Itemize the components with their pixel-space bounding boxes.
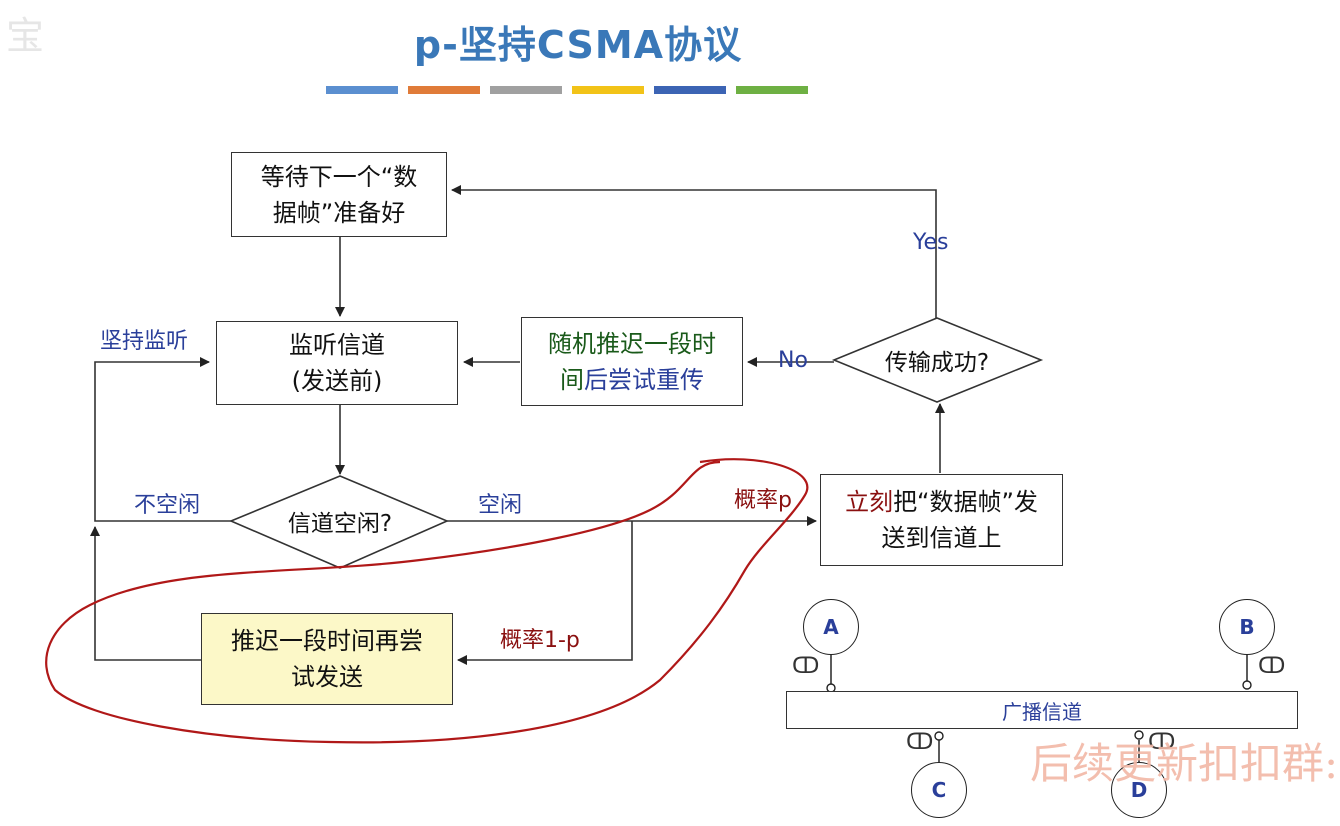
arrow-yes-to-wait <box>451 185 937 320</box>
corner-watermark: 宝 <box>6 14 45 58</box>
send-box-immediately: 立刻 <box>845 488 894 516</box>
arrow-prob-1-p-to-defer <box>457 521 633 665</box>
annotation-red-loop <box>45 458 809 744</box>
diamond-idle-shape <box>228 475 450 569</box>
title-bar-6 <box>736 86 808 94</box>
no-label: No <box>778 348 808 373</box>
station-d-node: D <box>1111 762 1167 818</box>
backoff-box-line1: 随机推迟一段时 <box>548 329 716 358</box>
listen-channel-box: 监听信道 (发送前) <box>216 321 458 405</box>
broadcast-channel: 广播信道 <box>786 691 1298 729</box>
wait-box-line2: 据帧”准备好 <box>272 198 406 227</box>
wait-box-line1: 等待下一个“数 <box>260 162 418 191</box>
defer-box-line2: 试发送 <box>291 663 363 691</box>
ear-icon: ↀ <box>1148 730 1176 755</box>
idle-label: 空闲 <box>478 493 523 518</box>
backoff-box-line2-b: 后尝试重传 <box>584 365 704 394</box>
listen-box-line2: (发送前) <box>291 367 383 395</box>
not-idle-label: 不空闲 <box>134 493 201 518</box>
backoff-box-line2-a: 间 <box>560 365 584 394</box>
transmission-success-question: 传输成功? <box>884 350 990 376</box>
station-a-node: A <box>803 599 859 655</box>
arrow-not-idle-loop <box>94 357 231 522</box>
page-title: p-坚持CSMA协议 <box>413 23 743 67</box>
watermark-text: 后续更新扣扣群: <box>1030 739 1339 788</box>
title-bar-3 <box>490 86 562 94</box>
wait-next-frame-box: 等待下一个“数 据帧”准备好 <box>231 152 447 237</box>
station-c-node: C <box>911 762 967 818</box>
title-bar-1 <box>326 86 398 94</box>
probability-p-label: 概率p <box>734 488 792 513</box>
send-box-line1: 把“数据帧”发 <box>893 488 1038 516</box>
station-b-node: B <box>1219 599 1275 655</box>
arrow-defer-back <box>90 526 201 661</box>
random-backoff-box: 随机推迟一段时 间后尝试重传 <box>521 317 743 406</box>
send-frame-box: 立刻把“数据帧”发 送到信道上 <box>820 474 1063 566</box>
probability-1-minus-p-label: 概率1-p <box>500 628 580 653</box>
persist-listen-label: 坚持监听 <box>100 329 189 354</box>
title-bar-5 <box>654 86 726 94</box>
diamond-success-shape <box>831 317 1044 403</box>
listen-box-line1: 监听信道 <box>289 331 385 359</box>
title-color-bars <box>326 86 808 94</box>
yes-label: Yes <box>913 230 949 255</box>
title-bar-4 <box>572 86 644 94</box>
defer-retry-box: 推迟一段时间再尝 试发送 <box>201 613 453 705</box>
ear-icon: ↀ <box>906 730 934 755</box>
defer-box-line1: 推迟一段时间再尝 <box>231 627 423 655</box>
title-bar-2 <box>408 86 480 94</box>
channel-idle-question: 信道空闲? <box>287 511 393 537</box>
ear-icon: ↀ <box>1258 654 1286 679</box>
send-box-line2: 送到信道上 <box>881 524 1002 552</box>
ear-icon: ↀ <box>792 654 820 679</box>
